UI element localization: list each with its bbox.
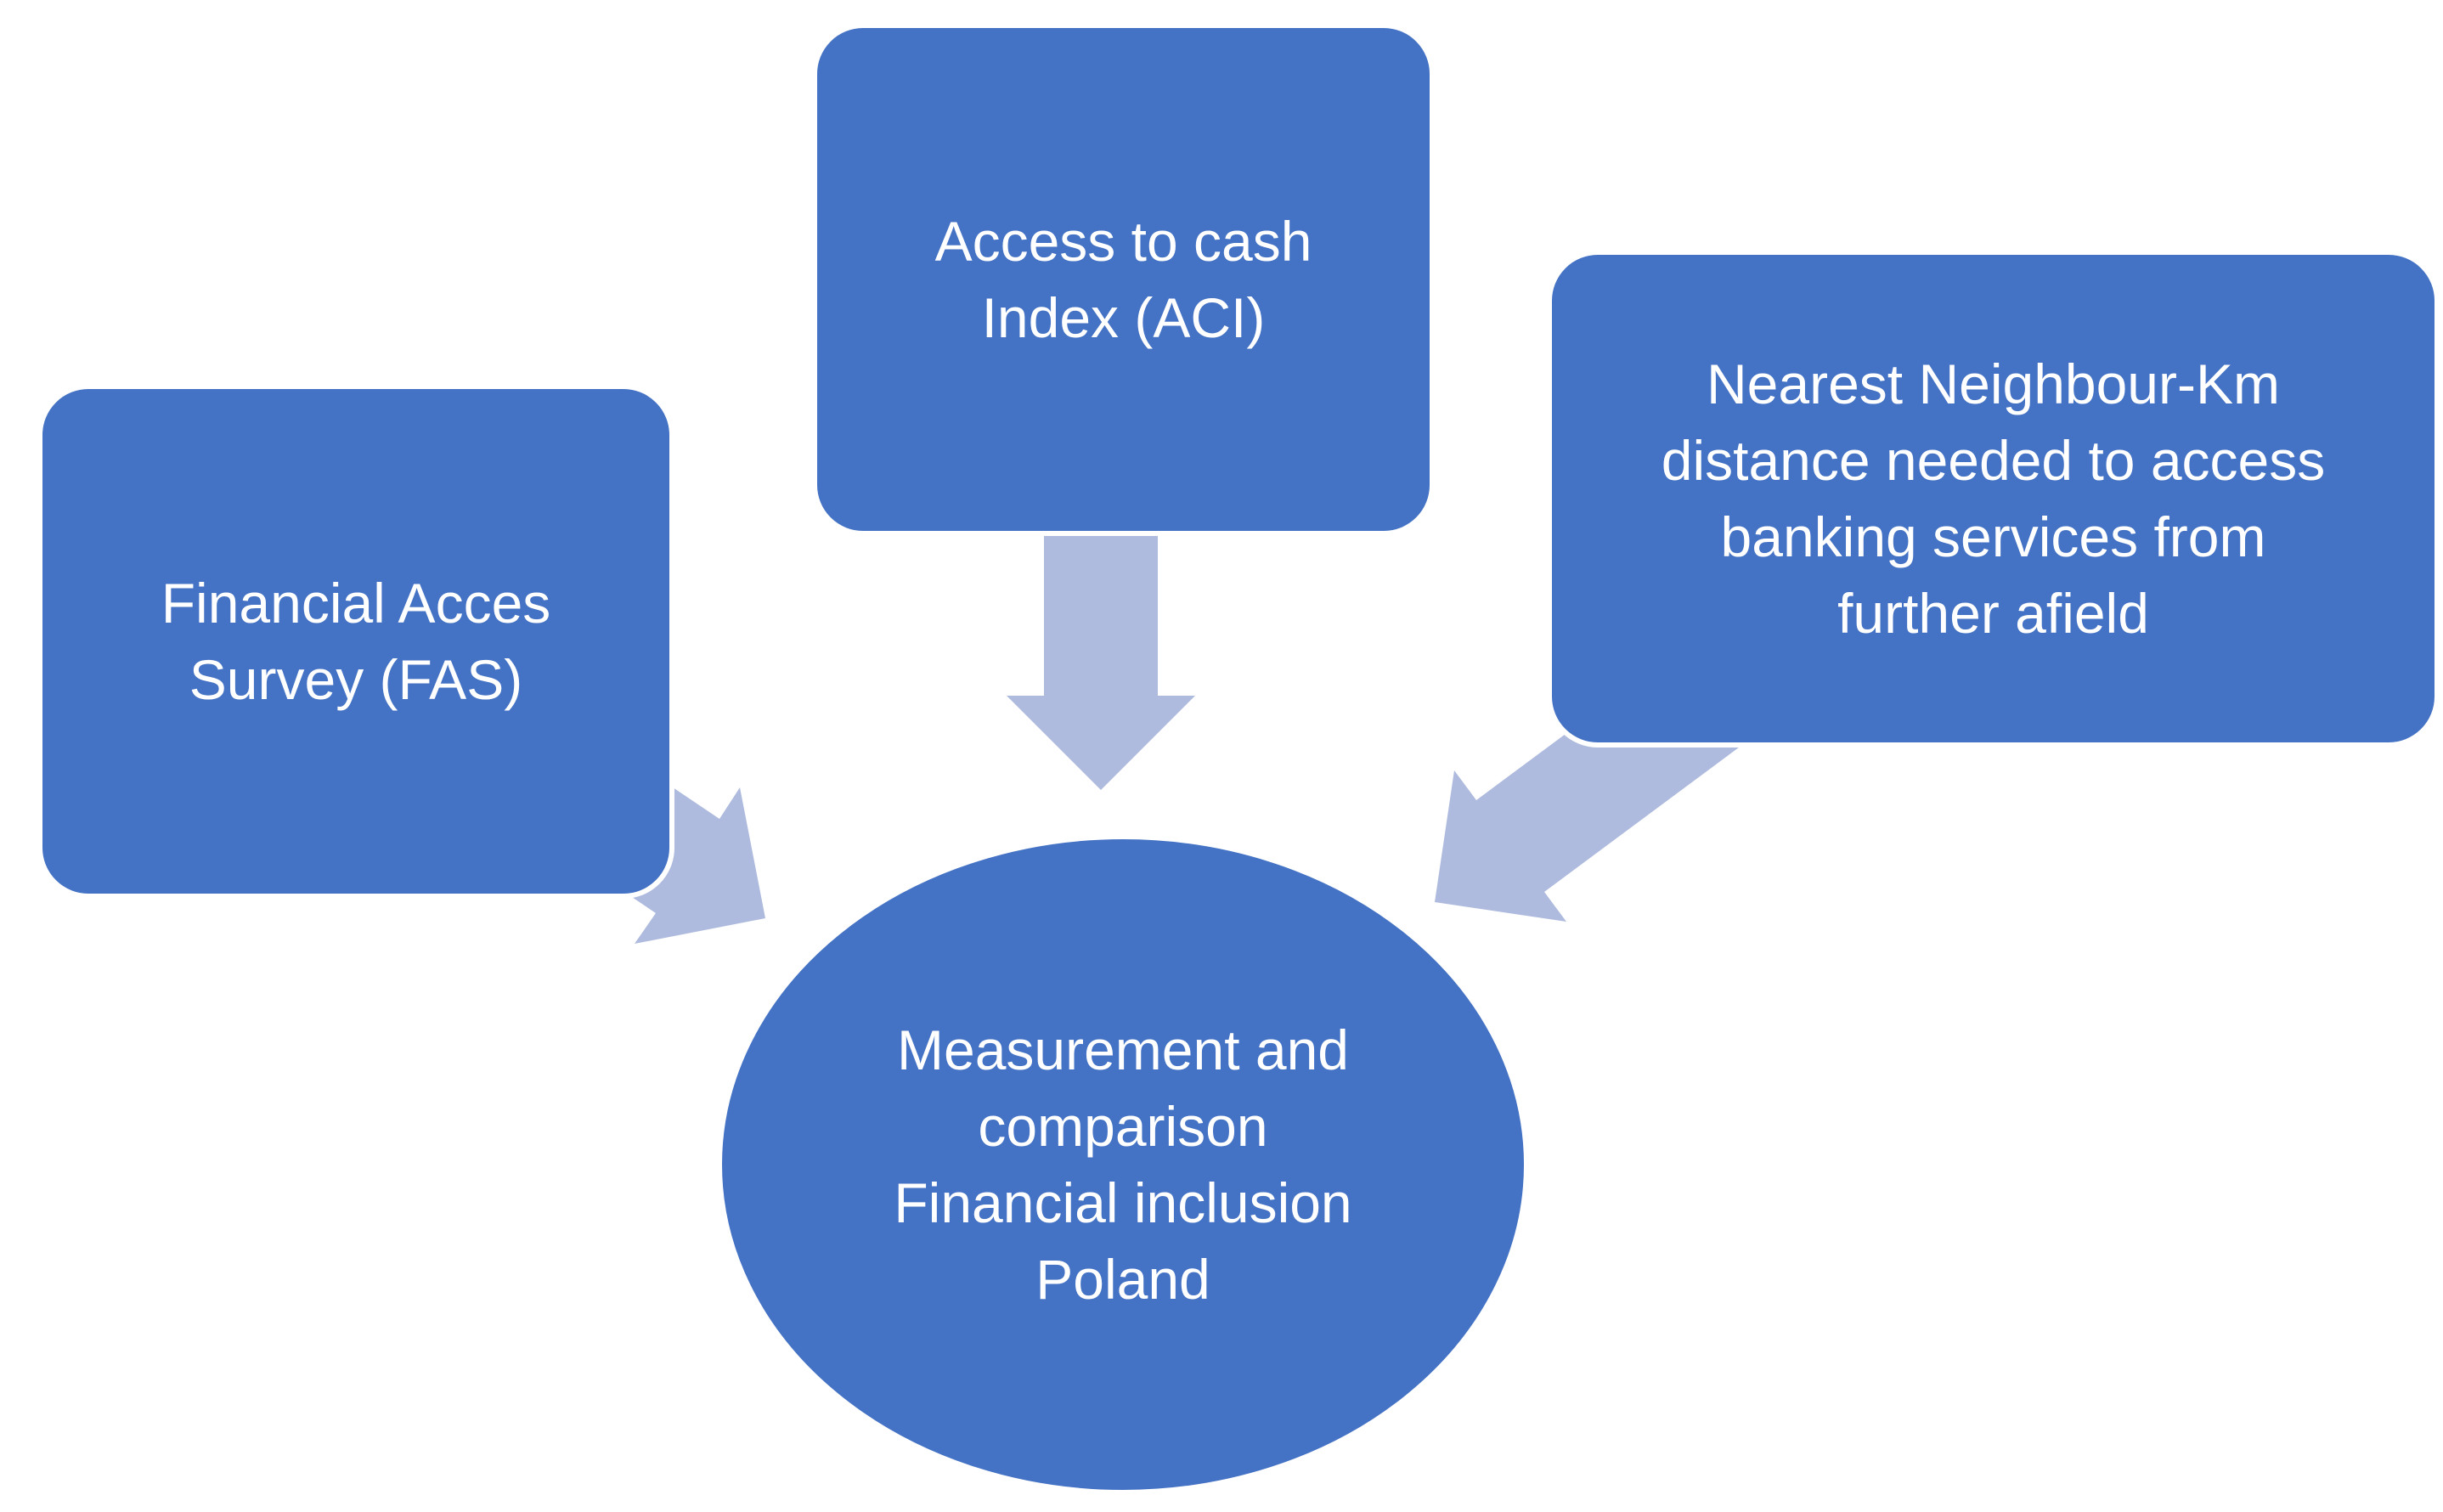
fas-node-shape [37,384,674,899]
arrow-aci-to-center [1007,510,1195,790]
aci-node-shape [812,23,1435,536]
center-node-shape [717,834,1529,1495]
nnkm-node-shape [1547,250,2440,748]
